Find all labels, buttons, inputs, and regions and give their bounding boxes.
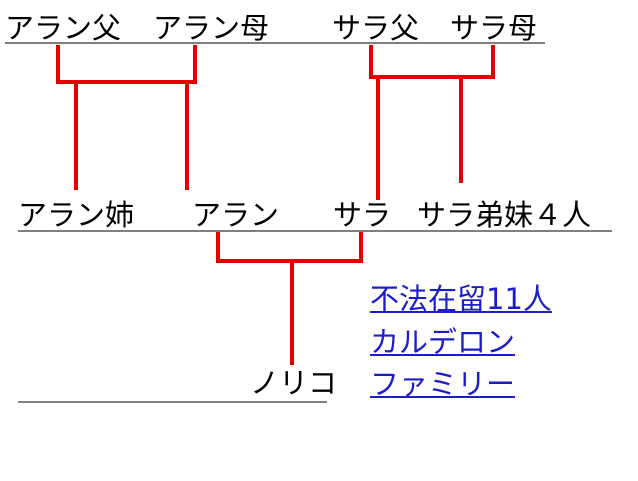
label-sara-siblings: サラ弟妹４人 [417,198,592,232]
alan-sara-bracket [216,232,363,263]
sara-parents-bracket [369,45,495,79]
label-alan: アラン [192,198,280,232]
link-illegal-stay-11[interactable]: 不法在留11人 [370,282,552,316]
label-alan-mother: アラン母 [153,11,270,45]
label-sara-mother: サラ母 [450,11,538,45]
label-alan-sister: アラン姉 [18,198,135,232]
alan-parents-bracket [56,45,197,84]
link-family[interactable]: ファミリー [370,367,516,401]
label-noriko: ノリコ [250,366,338,400]
label-sara-father: サラ父 [332,11,420,45]
label-alan-father: アラン父 [5,11,122,45]
link-calderon[interactable]: カルデロン [370,325,516,359]
label-sara: サラ [333,198,392,232]
